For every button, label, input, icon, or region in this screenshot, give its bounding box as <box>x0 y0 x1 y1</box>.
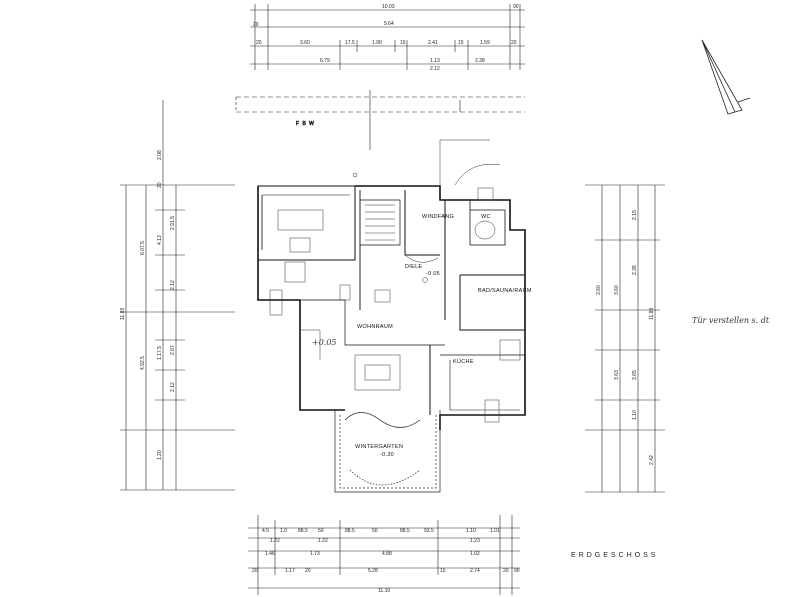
dim-right-f: 3.60 <box>596 285 602 295</box>
bottom-dimension-labels: 4.5 1.0 88.5 50 88.5 50 88.5 93.5 1.10 1… <box>252 528 520 594</box>
room-wintergarten-level: -0.30 <box>380 452 394 458</box>
right-dimension-chains <box>585 184 665 493</box>
dim-right-a: 3.60 <box>614 285 620 295</box>
interior-details <box>269 139 521 423</box>
dim-top-l: 1.59 <box>480 40 490 46</box>
dim-left-b: 6.07.5 <box>140 241 146 255</box>
dim-bot-x: 20 <box>503 568 509 574</box>
left-dimension-labels: 11.03 2.08 6.07.5 4.92.5 1.20 20 4.13 2.… <box>120 150 176 460</box>
fbw-label: F B W <box>296 121 315 127</box>
dim-bot-k: 1.22 <box>270 538 280 544</box>
dim-right-c: 2.42 <box>649 455 655 465</box>
dim-bot-n: 1.46 <box>265 551 275 557</box>
dim-top-n: 1.13 <box>430 58 440 64</box>
dim-top-o: 2.12 <box>430 66 440 72</box>
dim-top-g: 17.5 <box>345 40 355 46</box>
dim-bot-f: 50 <box>372 528 378 534</box>
dim-bot-w: 2.74 <box>470 568 480 574</box>
dim-top-total: 10.03 <box>382 4 395 10</box>
dim-top-k: 15 <box>458 40 464 46</box>
room-labels: WINDFANG WC DIELE -0.05 BAD/SAUNA/RAUM W… <box>355 214 532 458</box>
dim-right-d: 2.15 <box>632 210 638 220</box>
handwritten-level: +0.05 <box>312 338 337 347</box>
dim-left-a: 2.08 <box>157 150 163 160</box>
top-dimension-labels: 10.03 20 90 20 5.64 20 3.60 17.5 1.90 15… <box>253 4 519 72</box>
dim-bot-o: 1.73 <box>310 551 320 557</box>
dim-bot-t: 20 <box>305 568 311 574</box>
dim-top-f: 3.60 <box>300 40 310 46</box>
dim-top-d: 5.64 <box>384 21 394 27</box>
dim-bot-d: 50 <box>318 528 324 534</box>
dim-left-f: 4.13 <box>157 235 163 245</box>
dim-bot-c: 88.5 <box>298 528 308 534</box>
dim-bot-a: 4.5 <box>262 528 269 534</box>
dim-top-p: 2.38 <box>475 58 485 64</box>
dim-right-g: 3.65 <box>632 370 638 380</box>
dim-left-total: 11.03 <box>120 308 126 320</box>
room-diele: DIELE <box>405 264 422 270</box>
dim-top-b: 90 <box>513 4 519 10</box>
room-wohnraum: WOHNRAUM <box>357 324 393 330</box>
room-windfang: WINDFANG <box>422 214 454 220</box>
room-badsauna: BAD/SAUNA/RAUM <box>478 288 532 294</box>
room-wintergarten: WINTERGARTEN <box>355 444 403 450</box>
room-kueche: KÜCHE <box>453 358 474 365</box>
dim-bot-g: 88.5 <box>400 528 410 534</box>
building-walls <box>257 185 526 430</box>
left-dimension-chains <box>120 100 235 491</box>
dim-bot-u: 5.28 <box>368 568 378 574</box>
plan-title: ERDGESCHOSS <box>571 552 658 559</box>
dim-bot-e: 88.5 <box>345 528 355 534</box>
dim-bot-h: 93.5 <box>424 528 434 534</box>
dim-bot-q: 1.02 <box>470 551 480 557</box>
dim-left-j: 2.67 <box>170 345 176 355</box>
dim-left-h: 1.17.5 <box>157 346 163 360</box>
dim-left-c: 4.92.5 <box>140 356 146 370</box>
room-wc: WC <box>481 214 491 220</box>
room-diele-level: -0.05 <box>426 271 440 277</box>
north-arrow-icon <box>701 39 751 115</box>
dim-top-a: 20 <box>253 22 259 28</box>
dim-right-total: 11.88 <box>649 308 655 320</box>
dim-bot-total: 11.10 <box>378 588 390 594</box>
dim-left-k: 2.12 <box>170 382 176 392</box>
dim-right-h: 1.10 <box>632 410 638 420</box>
dim-top-i: 15 <box>400 40 406 46</box>
dim-top-j: 2.41 <box>428 40 438 46</box>
dim-bot-p: 4.88 <box>382 551 392 557</box>
dim-bot-b: 1.0 <box>280 528 287 534</box>
dim-left-e: 20 <box>157 182 163 188</box>
dim-bot-l: 1.22 <box>318 538 328 544</box>
fbw-band: F B W <box>235 90 525 150</box>
dim-bot-m: 1.23 <box>470 538 480 544</box>
dim-bot-r: 20 <box>252 568 258 574</box>
top-dimension-chains <box>250 4 525 70</box>
handwritten-note: Tür verstellen s. dt <box>692 316 770 325</box>
dim-top-e: 20 <box>511 40 517 46</box>
dim-bot-y: 90 <box>514 568 520 574</box>
dim-right-b: 3.63 <box>614 370 620 380</box>
dim-left-d: 1.20 <box>157 450 163 460</box>
dim-bot-j: 1.01 <box>490 528 500 534</box>
right-dimension-labels: 11.88 3.60 3.63 2.42 2.15 2.38 3.60 3.65… <box>596 210 655 465</box>
bottom-dimension-chains <box>248 515 520 595</box>
dim-right-e: 2.38 <box>632 265 638 275</box>
dim-top-m: 6.79 <box>320 58 330 64</box>
dim-bot-s: 1.17 <box>285 568 295 574</box>
dim-left-g: 2.91.5 <box>170 216 176 230</box>
dim-bot-v: 15 <box>440 568 446 574</box>
dim-bot-i: 1.10 <box>466 528 476 534</box>
dim-top-h: 1.90 <box>372 40 382 46</box>
wintergarten-outline <box>334 410 441 493</box>
dim-left-i: 2.12 <box>170 280 176 290</box>
dim-top-c: 20 <box>256 40 262 46</box>
